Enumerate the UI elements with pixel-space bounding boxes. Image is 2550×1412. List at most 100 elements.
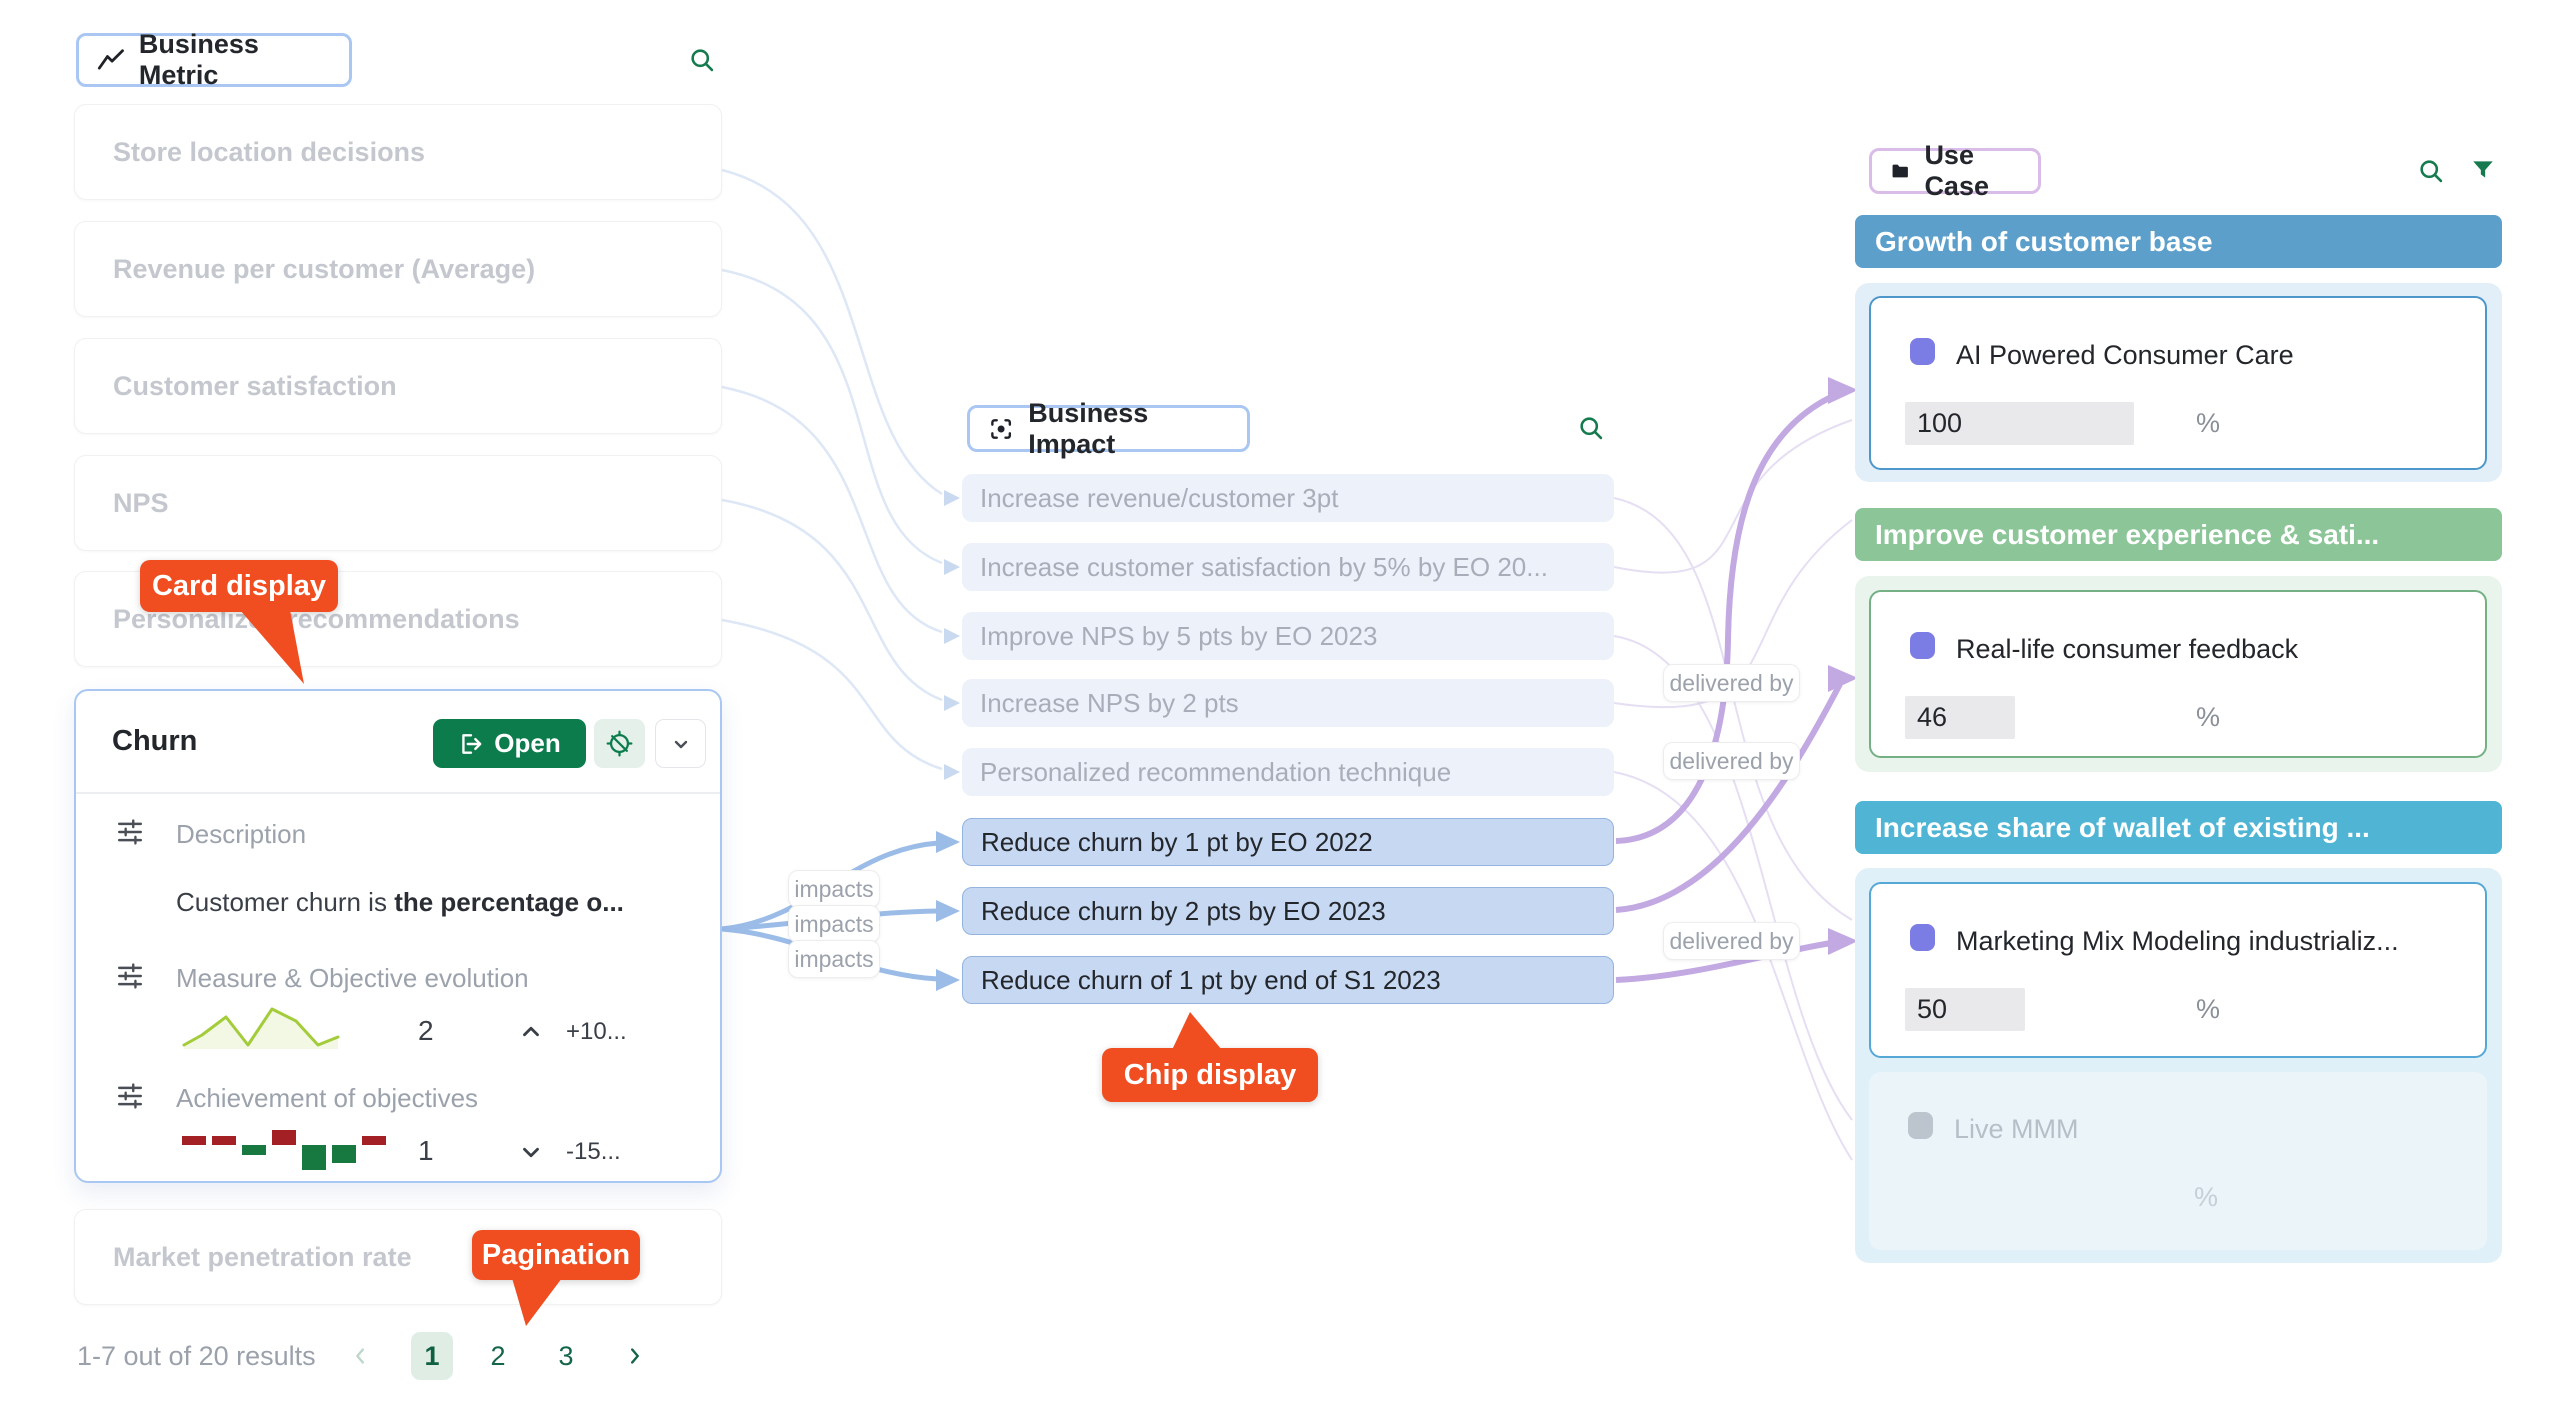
open-button[interactable]: Open <box>433 719 586 768</box>
group-title: Improve customer experience & sati... <box>1875 518 2380 550</box>
impact-chip[interactable]: Improve NPS by 5 pts by EO 2023 <box>962 612 1614 660</box>
achievement-field-label: Achievement of objectives <box>176 1083 479 1113</box>
metric-item[interactable]: Store location decisions <box>74 104 722 200</box>
filter-funnel-icon[interactable] <box>2470 157 2496 183</box>
impact-chip-label: Reduce churn by 1 pt by EO 2022 <box>981 826 1373 857</box>
usecase-app-icon <box>1910 924 1935 951</box>
percentage-unit: % <box>2196 408 2221 438</box>
card-menu-button[interactable] <box>655 719 706 768</box>
usecase-card[interactable]: AI Powered Consumer Care % <box>1869 296 2487 470</box>
tune-sliders-icon <box>117 819 143 845</box>
pagination-page-2[interactable]: 2 <box>477 1332 519 1380</box>
group-title: Increase share of wallet of existing ... <box>1875 811 2370 843</box>
description-value: Customer churn is the percentage o... <box>176 887 624 918</box>
usecase-card-title: Real-life consumer feedback <box>1956 634 2299 664</box>
pagination-next-button[interactable] <box>614 1332 656 1380</box>
churn-card[interactable]: Churn Open <box>74 689 722 1183</box>
edge-label-delivered-by: delivered by <box>1663 922 1800 960</box>
metric-item[interactable]: Customer satisfaction <box>74 338 722 434</box>
usecase-card-title: AI Powered Consumer Care <box>1956 340 2294 370</box>
impact-chip[interactable]: Personalized recommendation technique <box>962 748 1614 796</box>
chevron-down-icon <box>674 740 687 748</box>
percentage-unit: % <box>2194 1182 2219 1212</box>
edge-label-delivered-by: delivered by <box>1663 742 1800 780</box>
open-button-label: Open <box>494 728 561 758</box>
percentage-unit: % <box>2196 702 2221 732</box>
impact-search-icon[interactable] <box>1577 414 1605 442</box>
page-number: 2 <box>490 1340 506 1371</box>
tune-sliders-icon <box>117 1083 143 1109</box>
achievement-delta: -15... <box>566 1138 621 1165</box>
metric-item-label: Store location decisions <box>113 136 426 167</box>
usecase-search-icon[interactable] <box>2417 157 2445 185</box>
percentage-input[interactable] <box>1905 402 2134 445</box>
edge-label-text: impacts <box>794 875 874 902</box>
impact-chip[interactable]: Increase revenue/customer 3pt <box>962 474 1614 522</box>
use-case-header[interactable]: Use Case <box>1869 140 2041 201</box>
edge-label-delivered-by: delivered by <box>1663 664 1800 702</box>
impact-chip-active[interactable]: Reduce churn by 2 pts by EO 2023 <box>962 887 1614 935</box>
usecase-group-container: Marketing Mix Modeling industrializ... %… <box>1855 868 2502 1263</box>
annotation-pagination: Pagination <box>472 1230 640 1326</box>
edge-label-text: impacts <box>794 910 874 937</box>
annotation-card-display: Card display <box>140 560 338 684</box>
page-number: 3 <box>558 1340 574 1371</box>
page-number: 1 <box>424 1340 440 1371</box>
churn-card-title: Churn <box>112 725 198 757</box>
description-value-regular: Customer churn is <box>176 887 395 917</box>
edge-label-text: delivered by <box>1669 927 1794 954</box>
usecase-group-container: AI Powered Consumer Care % <box>1855 283 2502 482</box>
impact-chip-active[interactable]: Reduce churn of 1 pt by end of S1 2023 <box>962 956 1614 1004</box>
impact-chip-active[interactable]: Reduce churn by 1 pt by EO 2022 <box>962 818 1614 866</box>
impact-chip-label: Improve NPS by 5 pts by EO 2023 <box>980 620 1378 651</box>
achievement-bar-chart <box>182 1130 386 1170</box>
callout-tail <box>1172 1012 1222 1050</box>
tune-sliders-icon <box>117 963 143 989</box>
open-external-icon <box>462 733 482 754</box>
percentage-input[interactable] <box>1905 988 2025 1031</box>
impact-chip-label: Reduce churn of 1 pt by end of S1 2023 <box>981 964 1441 995</box>
hide-connections-button[interactable] <box>594 719 645 768</box>
edge-label-impacts: impacts <box>788 905 880 943</box>
evolution-delta: +10... <box>566 1018 627 1045</box>
usecase-card[interactable]: Marketing Mix Modeling industrializ... % <box>1869 882 2487 1058</box>
trend-down-icon <box>523 1147 539 1158</box>
pagination-page-1[interactable]: 1 <box>411 1332 453 1380</box>
pagination-page-3[interactable]: 3 <box>545 1332 587 1380</box>
usecase-card-disabled[interactable]: Live MMM % <box>1869 1072 2487 1250</box>
impact-chip[interactable]: Increase NPS by 2 pts <box>962 679 1614 727</box>
edge-label-impacts: impacts <box>788 940 880 978</box>
usecase-app-icon <box>1910 632 1935 659</box>
impact-chip[interactable]: Increase customer satisfaction by 5% by … <box>962 543 1614 591</box>
business-impact-label: Business Impact <box>1028 397 1149 459</box>
metric-item-label: Customer satisfaction <box>113 370 397 401</box>
callout-tail <box>512 1278 562 1326</box>
usecase-group-header[interactable]: Growth of customer base <box>1855 215 2502 268</box>
pagination-summary: 1-7 out of 20 results <box>77 1341 316 1371</box>
evolution-value: 2 <box>418 1015 434 1046</box>
use-case-label: Use Case <box>1924 140 1989 201</box>
evolution-sparkline-chart <box>182 1007 340 1049</box>
percentage-input[interactable] <box>1905 696 2015 739</box>
pagination-prev-button[interactable] <box>340 1332 382 1380</box>
business-metric-header[interactable]: Business Metric <box>76 29 352 90</box>
usecase-group-header[interactable]: Increase share of wallet of existing ... <box>1855 801 2502 854</box>
metric-item[interactable]: Revenue per customer (Average) <box>74 221 722 317</box>
metric-search-icon[interactable] <box>688 46 716 74</box>
metric-item[interactable]: NPS <box>74 455 722 551</box>
compass-off-icon <box>606 730 633 757</box>
usecase-card[interactable]: Real-life consumer feedback % <box>1869 590 2487 758</box>
folder-icon <box>1892 164 1908 178</box>
annotation-text: Pagination <box>481 1238 631 1271</box>
annotation-text: Chip display <box>1123 1058 1297 1091</box>
achievement-value: 1 <box>418 1135 434 1166</box>
metric-item-label: NPS <box>113 487 169 518</box>
business-impact-header[interactable]: Business Impact <box>967 398 1250 459</box>
impact-chip-label: Personalized recommendation technique <box>980 756 1452 787</box>
impact-chip-label: Increase customer satisfaction by 5% by … <box>980 551 1548 582</box>
percentage-unit: % <box>2196 994 2221 1024</box>
edge-label-impacts: impacts <box>788 870 880 908</box>
usecase-group-header[interactable]: Improve customer experience & sati... <box>1855 508 2502 561</box>
impact-chip-label: Reduce churn by 2 pts by EO 2023 <box>981 895 1386 926</box>
